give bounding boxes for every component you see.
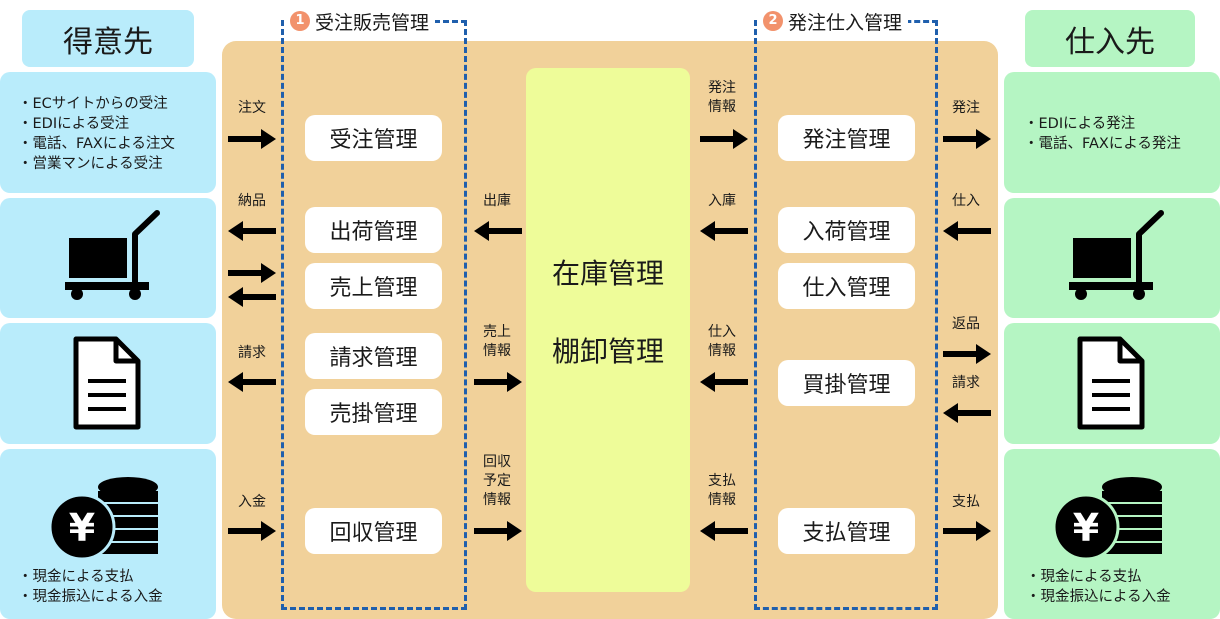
purchase-section-title: 発注仕入管理: [788, 11, 903, 34]
arrow-right: [943, 129, 991, 149]
payment-management-box: 支払管理: [778, 508, 915, 554]
sales-section-title: 受注販売管理: [315, 11, 430, 34]
flow-label-purchase-info: 仕入情報: [708, 324, 736, 359]
arrow-left: [700, 221, 748, 241]
purchase-section-label: 2 発注仕入管理: [757, 6, 909, 36]
receivables-management-box: 売掛管理: [305, 389, 442, 435]
customer-payment-item: ・現金による支払: [18, 569, 134, 585]
flow-label-payment-info: 支払情報: [708, 473, 736, 508]
flow-label-shipping: 出庫: [483, 193, 511, 209]
customer-order-item: ・営業マンによる受注: [18, 156, 163, 172]
supplier-payment-item: ・現金による支払: [1026, 569, 1142, 585]
customer-payment-panel: ¥ ・現金による支払 ・現金振込による入金: [0, 449, 216, 619]
arrow-left: [700, 521, 748, 541]
section-number-badge: 1: [290, 11, 310, 31]
flow-label-order: 注文: [238, 100, 266, 116]
arrow-right: [228, 129, 276, 149]
customer-payment-item: ・現金振込による入金: [18, 589, 163, 605]
supplier-order-item: ・電話、FAXによる発注: [1024, 136, 1181, 152]
customer-title: 得意先: [22, 10, 194, 67]
flow-label-billing: 請求: [238, 345, 266, 361]
flow-label-receipt: 入金: [238, 494, 266, 510]
flow-label-purchase-order-info: 発注情報: [708, 80, 736, 115]
arrow-left: [943, 403, 991, 423]
arrow-right: [474, 521, 522, 541]
flow-label-billing-supplier: 請求: [952, 375, 980, 391]
supplier-orders-panel: ・EDIによる発注 ・電話、FAXによる発注: [1004, 72, 1220, 193]
arrow-left: [700, 372, 748, 392]
yen-coins-icon: ¥: [1052, 477, 1162, 561]
supplier-payment-panel: ¥ ・現金による支払 ・現金振込による入金: [1004, 449, 1220, 619]
cart-icon: [1069, 210, 1164, 300]
supplier-stock-panel: [1004, 198, 1220, 318]
arrow-left: [228, 287, 276, 307]
customer-order-item: ・電話、FAXによる注文: [18, 136, 175, 152]
arrow-right: [228, 263, 276, 283]
flow-label-sales-info: 売上情報: [483, 324, 511, 359]
supplier-payment-item: ・現金振込による入金: [1026, 589, 1171, 605]
flow-label-stock-in: 入庫: [708, 193, 736, 209]
payables-management-box: 買掛管理: [778, 360, 915, 406]
section-number-badge: 2: [763, 11, 783, 31]
flow-label-purchase: 仕入: [952, 193, 980, 209]
inventory-box: 在庫管理 棚卸管理: [526, 68, 690, 592]
arrow-right: [943, 344, 991, 364]
flow-label-collection-info: 回収予定情報: [483, 454, 511, 508]
sales-section-label: 1 受注販売管理: [284, 6, 436, 36]
arrow-left: [228, 372, 276, 392]
customer-order-item: ・ECサイトからの受注: [18, 96, 168, 112]
supplier-title: 仕入先: [1025, 10, 1195, 67]
arrow-left: [228, 221, 276, 241]
supplier-billing-panel: [1004, 323, 1220, 444]
document-icon: [73, 336, 141, 430]
billing-management-box: 請求管理: [305, 333, 442, 379]
arrow-right: [943, 521, 991, 541]
flow-label-purchase-order: 発注: [952, 100, 980, 116]
purchase-order-management-box: 発注管理: [778, 115, 915, 161]
customer-order-item: ・EDIによる受注: [18, 116, 130, 132]
arrow-right: [700, 129, 748, 149]
svg-text:¥: ¥: [1073, 506, 1099, 550]
document-icon: [1077, 336, 1145, 430]
sales-management-box: 売上管理: [305, 263, 442, 309]
arrow-right: [474, 372, 522, 392]
receiving-management-box: 入荷管理: [778, 207, 915, 253]
arrow-right: [228, 521, 276, 541]
inventory-management-label: 在庫管理: [551, 257, 664, 290]
purchase-management-box: 仕入管理: [778, 263, 915, 309]
customer-delivery-panel: [0, 198, 216, 318]
customer-billing-panel: [0, 323, 216, 444]
order-management-box: 受注管理: [305, 115, 442, 161]
flow-label-payment: 支払: [952, 494, 980, 510]
flow-label-return: 返品: [952, 316, 980, 332]
arrow-left: [943, 221, 991, 241]
svg-text:¥: ¥: [69, 506, 95, 550]
arrow-left: [474, 221, 522, 241]
customer-orders-panel: ・ECサイトからの受注 ・EDIによる受注 ・電話、FAXによる注文 ・営業マン…: [0, 72, 216, 193]
stocktaking-management-label: 棚卸管理: [551, 335, 664, 368]
cart-icon: [65, 210, 160, 300]
flow-label-delivery: 納品: [238, 193, 266, 209]
collection-management-box: 回収管理: [305, 508, 442, 554]
yen-coins-icon: ¥: [48, 477, 158, 561]
supplier-order-item: ・EDIによる発注: [1024, 116, 1136, 132]
shipping-management-box: 出荷管理: [305, 207, 442, 253]
